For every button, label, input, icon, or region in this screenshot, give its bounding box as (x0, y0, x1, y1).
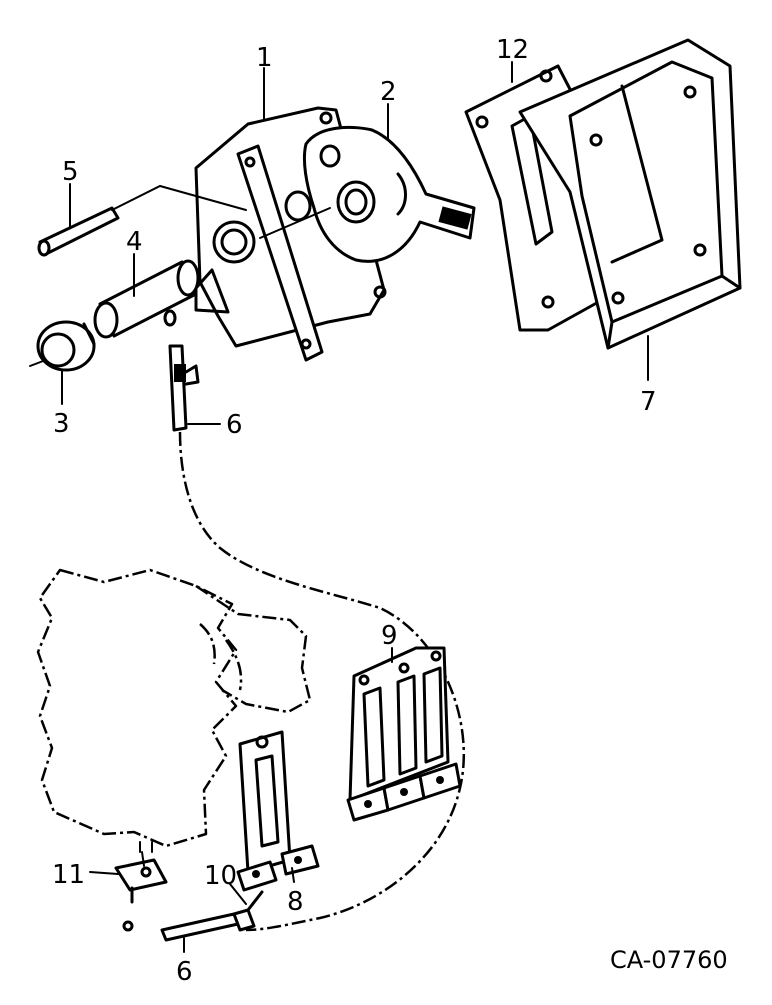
callout-8: 8 (287, 887, 304, 917)
callout-9: 9 (381, 621, 398, 651)
callout-4: 4 (126, 227, 143, 257)
callout-12: 12 (496, 35, 529, 65)
callout-2: 2 (380, 77, 397, 107)
callout-5: 5 (62, 157, 79, 187)
leader-lines (61, 61, 649, 953)
part-6-upper-cable-pin (163, 309, 200, 432)
part-11-bracket (114, 851, 168, 904)
part-6-lower-cable-pin (122, 912, 240, 942)
part-10-clip (232, 890, 264, 932)
callout-6-lower: 6 (176, 957, 193, 987)
callout-3: 3 (53, 409, 70, 439)
callout-6-upper: 6 (226, 410, 243, 440)
drawing-number: CA-07760 (610, 946, 728, 974)
pin-axis-line (111, 184, 247, 211)
part-2-lever-plate (302, 125, 476, 263)
part-3-collar (36, 320, 96, 372)
callout-1: 1 (256, 43, 273, 73)
part-7-housing (518, 38, 742, 350)
engine-block-phantom (36, 568, 312, 853)
callout-7: 7 (640, 387, 657, 417)
part-4-bushing (93, 220, 256, 339)
part-8-bracket (236, 730, 320, 892)
part-9-bracket (346, 646, 462, 822)
part-5-pin (37, 206, 120, 257)
callout-11: 11 (52, 860, 85, 890)
callout-10: 10 (204, 861, 237, 891)
